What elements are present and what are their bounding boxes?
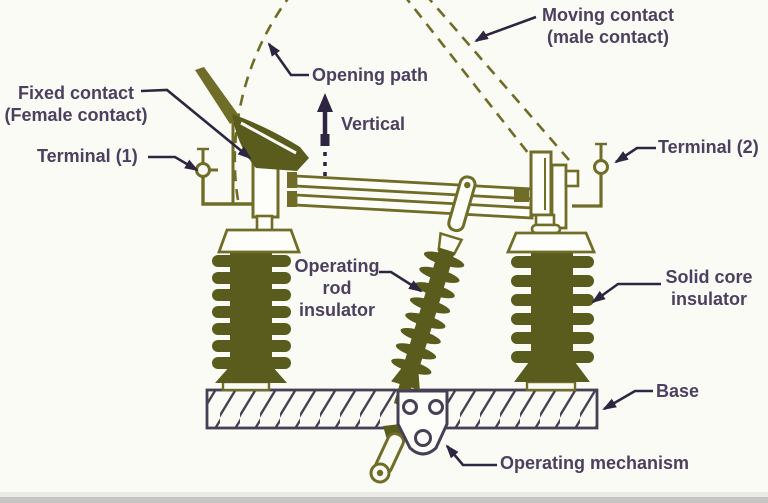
fixed-contact-label: Fixed contact (Female contact) bbox=[4, 83, 148, 125]
base-label: Base bbox=[656, 381, 700, 401]
terminal-1-label: Terminal (1) bbox=[37, 146, 138, 166]
opening-path-label: Opening path bbox=[312, 65, 428, 85]
moving-contact-assembly bbox=[505, 142, 609, 254]
left-solid-core-insulator bbox=[212, 250, 291, 392]
moving-contact-label: Moving contact (male contact) bbox=[541, 5, 674, 47]
operating-rod-insulator-shape bbox=[391, 231, 465, 407]
operating-rod-insulator-label: Operating rod insulator bbox=[294, 256, 380, 320]
operating-mechanism-shape bbox=[369, 389, 449, 484]
bottom-edge-band bbox=[0, 492, 768, 503]
operating-mechanism-label: Operating mechanism bbox=[500, 453, 690, 473]
right-solid-core-insulator bbox=[511, 250, 594, 392]
vertical-label: Vertical bbox=[341, 114, 406, 134]
drive-link bbox=[447, 175, 477, 233]
opening-path-arc bbox=[233, 0, 289, 201]
fixed-contact-assembly bbox=[195, 67, 309, 254]
vertical-arrow-icon bbox=[317, 93, 333, 182]
leader-lines bbox=[140, 15, 661, 467]
terminal-2-label: Terminal (2) bbox=[658, 137, 759, 157]
solid-core-insulator-label: Solid core insulator bbox=[665, 267, 753, 309]
switch-arm bbox=[287, 172, 534, 220]
